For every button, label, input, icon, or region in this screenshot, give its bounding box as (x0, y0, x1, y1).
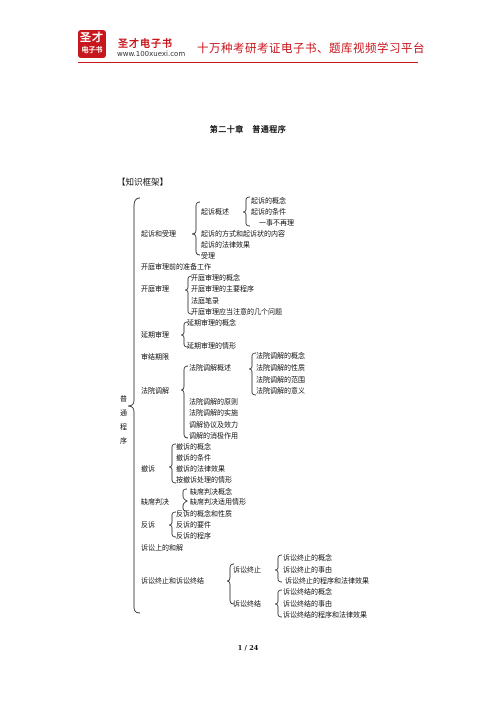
brace-zhongjie (274, 589, 283, 618)
outline-node: 诉讼终止的程序和法律效果 (285, 577, 369, 585)
brace-fansu (168, 511, 177, 538)
outline-node: 诉讼终结的程序和法律效果 (283, 611, 367, 619)
header-slogan: 十万种考研考证电子书、题库视频学习平台 (197, 41, 425, 55)
outline-node: 法院调解概述 (189, 364, 231, 372)
outline-node: 诉讼上的和解 (141, 544, 183, 552)
outline-node: 撤诉的概念 (176, 443, 211, 451)
root-char: 程 (120, 423, 127, 431)
outline-node: 法院调解的范围 (256, 376, 305, 384)
outline-node: 起诉的方式和起诉状的内容 (201, 230, 285, 238)
outline-node: 诉讼终结 (233, 600, 261, 608)
outline-node: 一事不再理 (259, 219, 294, 227)
outline-node: 开庭审理的概念 (191, 274, 240, 282)
outline-node: 诉讼终止的概念 (283, 554, 332, 562)
header-divider (78, 62, 418, 63)
outline-node: 诉讼终结的概念 (283, 588, 332, 596)
outline-node: 撤诉的法律效果 (176, 465, 225, 473)
outline-node: 审结期限 (141, 353, 169, 361)
outline-node: 延期审理的情形 (187, 342, 236, 350)
outline-node: 按撤诉处理的情形 (176, 476, 232, 484)
outline-node: 起诉的概念 (251, 197, 286, 205)
brace-chesu (168, 443, 177, 484)
outline-node: 开庭审理前的准备工作 (141, 263, 211, 271)
outline-node: 法院调解的原则 (189, 398, 238, 406)
outline-node: 反诉的程序 (176, 532, 211, 540)
page-header: 圣才 电子书 圣才电子书 www.100xuexi.com 十万种考研考证电子书… (0, 0, 496, 63)
brace-zhongzhi (274, 554, 283, 583)
outline-node: 受理 (201, 252, 215, 260)
outline-node: 缺席判决适用情形 (190, 498, 246, 506)
outline-node: 诉讼终止和诉讼终结 (141, 577, 204, 585)
outline-node: 延期审理的概念 (187, 319, 236, 327)
brace-qisu-shouli (191, 201, 201, 256)
outline-node: 起诉和受理 (141, 230, 176, 238)
outline-node: 撤诉 (141, 465, 155, 473)
brand-logo: 圣才 电子书 (78, 30, 106, 58)
outline-node: 反诉 (141, 521, 155, 529)
brace-qisu-gaishu (242, 196, 251, 227)
brand-name: 圣才电子书 (118, 39, 173, 50)
outline-node: 起诉的法律效果 (201, 241, 250, 249)
outline-node: 缺席判决概念 (190, 488, 232, 496)
outline-node: 开庭审理的主要程序 (191, 285, 254, 293)
outline-node: 反诉的要件 (176, 521, 211, 529)
outline-node: 开庭审理应当注意的几个问题 (191, 308, 282, 316)
root-char: 序 (120, 437, 127, 445)
outline-node: 法院调解 (141, 387, 169, 395)
section-label: 【知识框架】 (117, 178, 169, 188)
outline-node: 调解协议及效力 (189, 421, 238, 429)
outline-node: 撤诉的条件 (176, 454, 211, 462)
outline-node: 法院调解的性质 (256, 364, 305, 372)
outline-node: 调解的消极作用 (189, 432, 238, 440)
outline-node: 法院调解的概念 (256, 352, 305, 360)
outline-node: 法院调解的意义 (256, 387, 305, 395)
logo-text-bottom: 电子书 (81, 46, 103, 54)
root-char: 普 (120, 395, 127, 403)
outline-node: 诉讼终止 (233, 566, 261, 574)
brace-tiaojie-gaishu (248, 352, 257, 396)
outline-node: 法院调解的实施 (189, 409, 238, 417)
brace-tiaojie (180, 365, 189, 439)
chapter-title: 第二十章 普通程序 (209, 125, 287, 134)
outline-node: 诉讼终结的事由 (283, 600, 332, 608)
outline-node: 延期审理 (141, 331, 169, 339)
root-char: 通 (120, 409, 127, 417)
outline-node: 起诉概述 (201, 208, 229, 216)
outline-node: 诉讼终止的事由 (283, 566, 332, 574)
outline-node: 法庭笔录 (191, 297, 219, 305)
page-indicator: 1 / 24 (237, 644, 259, 652)
outline-node: 缺席判决 (141, 498, 169, 506)
brand-url[interactable]: www.100xuexi.com (117, 50, 186, 58)
outline-node: 反诉的概念和性质 (176, 510, 232, 518)
logo-text-top: 圣才 (80, 31, 104, 44)
outline-node: 起诉的条件 (251, 208, 286, 216)
outline-node: 开庭审理 (141, 285, 169, 293)
root-brace (127, 197, 141, 614)
brace-quexi (182, 488, 188, 512)
